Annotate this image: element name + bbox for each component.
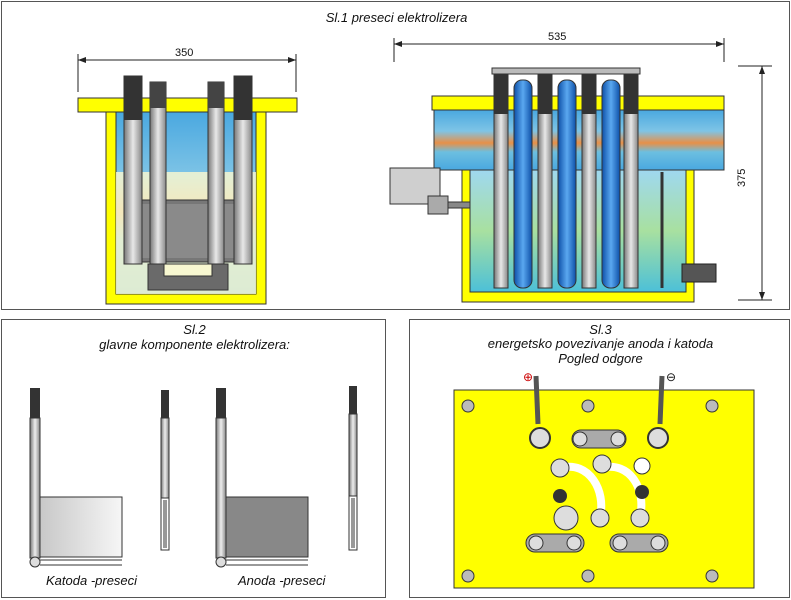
katoda-label: Katoda -preseci (46, 573, 138, 588)
anoda-label: Anoda -preseci (238, 573, 326, 588)
dimension-535: 535 (548, 31, 567, 43)
figure-1-drawing (77, 38, 772, 305)
right-section (389, 38, 772, 303)
katoda-drawing (29, 388, 170, 568)
figure-3-title-line3: Pogled odgore (558, 351, 643, 366)
figure-3-panel: Sl.3 energetsko povezivanje anoda i kato… (409, 319, 790, 598)
figure-1-title: Sl.1 preseci elektrolizera (325, 10, 468, 25)
dimension-350: 350 (175, 47, 194, 59)
figure-2-title-line1: Sl.2 (183, 322, 206, 337)
figure-3-title-line1: Sl.3 (589, 322, 612, 337)
plus-terminal-symbol: ⊕ (523, 370, 534, 384)
minus-terminal-symbol: ⊖ (666, 370, 677, 384)
figure-3-title-line2: energetsko povezivanje anoda i katoda (487, 336, 714, 351)
figure-2-title-line2: glavne komponente elektrolizera: (99, 337, 290, 352)
dimension-375: 375 (736, 168, 748, 187)
left-section (77, 54, 298, 305)
anoda-drawing (215, 386, 358, 568)
figure-1-panel: Sl.1 preseci elektrolizera (1, 1, 790, 310)
figure-2-drawing (29, 386, 358, 568)
figure-3-drawing (453, 375, 755, 589)
figure-2-panel: Sl.2 glavne komponente elektrolizera: (1, 319, 386, 598)
